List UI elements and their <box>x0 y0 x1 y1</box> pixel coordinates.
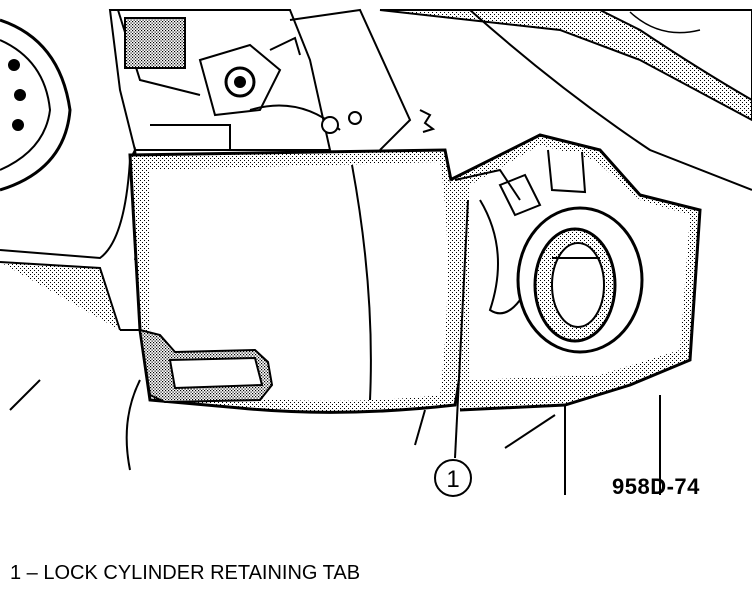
callout-1-leader <box>454 199 469 459</box>
dash-panel-edge <box>469 9 752 191</box>
steering-column-shroud <box>128 148 468 414</box>
lock-cylinder-housing <box>449 133 702 412</box>
gauge-cluster-left <box>0 18 72 192</box>
legend: 1 – LOCK CYLINDER RETAINING TAB <box>10 562 360 585</box>
floor-line-left <box>414 409 426 446</box>
legend-item: 1 – LOCK CYLINDER RETAINING TAB <box>10 562 361 584</box>
callout-1-balloon <box>434 459 472 497</box>
dash-right-detail <box>629 11 701 34</box>
steering-column-illustration: 1 <box>0 8 752 497</box>
floor-line-mid <box>504 414 556 449</box>
left-knee-panel <box>0 146 151 471</box>
callout-1-number: 1 <box>446 466 459 493</box>
column-mechanism <box>108 8 436 151</box>
figure-id-label: 958D-74 <box>612 474 700 499</box>
